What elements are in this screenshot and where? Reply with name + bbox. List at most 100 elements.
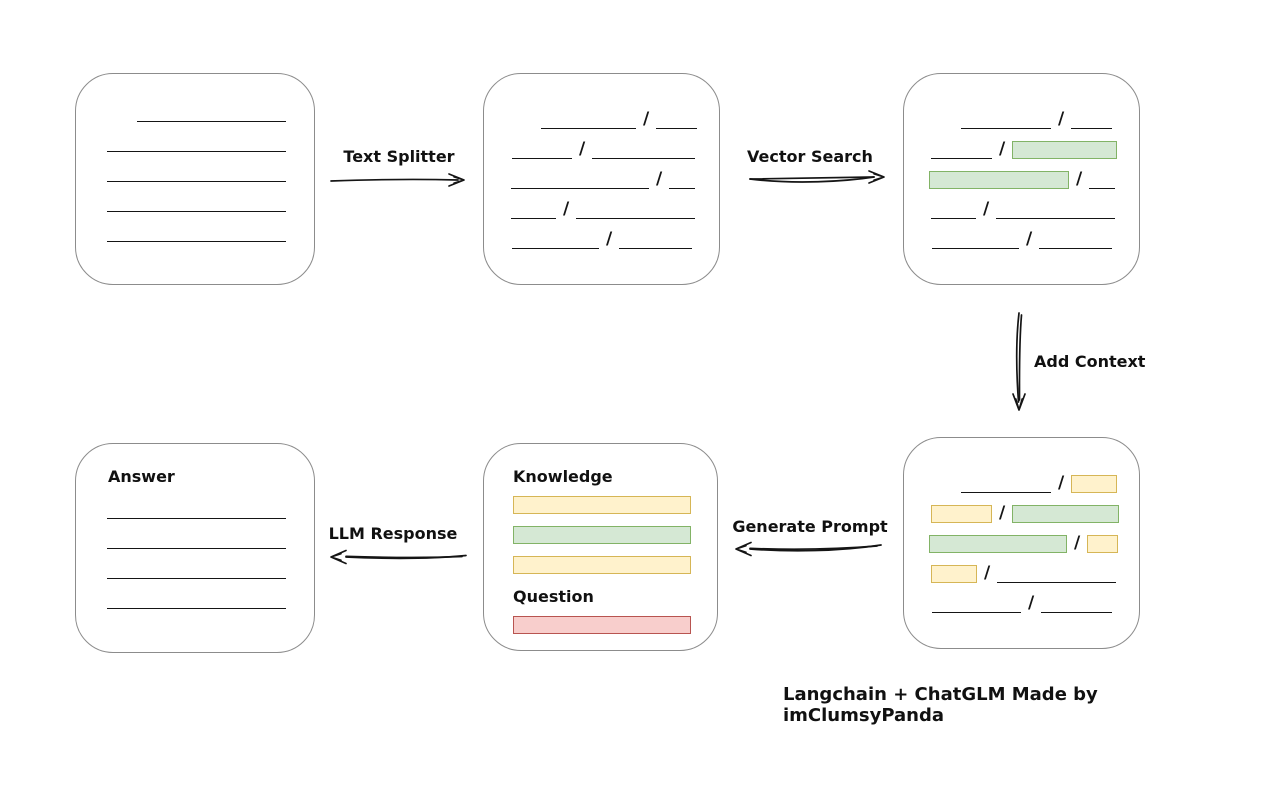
slash-separator: / xyxy=(1076,169,1083,189)
chunk-row xyxy=(513,556,717,574)
chunk-row: / xyxy=(484,189,719,219)
slash-separator: / xyxy=(643,109,650,129)
text-line xyxy=(107,561,286,579)
text-line xyxy=(511,171,649,189)
text-line xyxy=(961,475,1051,493)
answer-lines xyxy=(76,444,314,652)
yellow-highlight-bar xyxy=(513,496,691,514)
text-line xyxy=(932,231,1019,249)
text-line xyxy=(512,231,599,249)
chunk-row: / xyxy=(904,583,1139,613)
slash-separator: / xyxy=(606,229,613,249)
chunk-row xyxy=(76,212,314,242)
slash-separator: / xyxy=(579,139,586,159)
text-splitter-label: Text Splitter xyxy=(343,147,455,166)
text-line xyxy=(511,201,556,219)
green-highlight-bar xyxy=(1012,141,1118,159)
chunk-row xyxy=(76,182,314,212)
yellow-highlight-bar xyxy=(513,556,691,574)
chunk-row xyxy=(76,122,314,152)
chunk-row: / xyxy=(484,99,719,129)
red-highlight-bar xyxy=(513,616,691,634)
context-chunk-lines: ///// xyxy=(904,438,1139,648)
chunk-row xyxy=(76,519,314,549)
question-label: Question xyxy=(513,587,594,606)
chunk-row xyxy=(76,152,314,182)
text-line xyxy=(107,531,286,549)
text-line xyxy=(669,171,696,189)
text-line xyxy=(1041,595,1113,613)
text-line xyxy=(107,591,286,609)
chunk-row: / xyxy=(904,553,1139,583)
generate-prompt-label: Generate Prompt xyxy=(732,517,888,536)
chunk-row: / xyxy=(904,159,1139,189)
text-line xyxy=(541,111,636,129)
text-line xyxy=(656,111,698,129)
node-prompt: Knowledge Question xyxy=(483,443,718,651)
chunk-row: / xyxy=(904,523,1139,553)
matched-chunk-lines: / / / / / xyxy=(904,74,1139,284)
knowledge-label: Knowledge xyxy=(513,467,613,486)
chunk-row xyxy=(513,496,717,514)
chunk-row: / xyxy=(904,219,1139,249)
chunk-row xyxy=(76,489,314,519)
slash-separator: / xyxy=(1058,109,1065,129)
text-line xyxy=(576,201,696,219)
node-answer: Answer xyxy=(75,443,315,653)
text-line xyxy=(512,141,572,159)
node-split-chunks: / / / / / xyxy=(483,73,720,285)
green-highlight-bar xyxy=(929,171,1069,189)
add-context-label: Add Context xyxy=(1034,352,1146,371)
green-highlight-bar xyxy=(513,526,691,544)
chunk-row: / xyxy=(904,463,1139,493)
chunk-row xyxy=(76,549,314,579)
prompt-bars xyxy=(484,444,717,650)
slash-separator: / xyxy=(983,199,990,219)
slash-separator: / xyxy=(999,139,1006,159)
text-line xyxy=(107,501,286,519)
yellow-highlight-bar xyxy=(931,565,977,583)
text-line xyxy=(107,164,286,182)
chunk-row xyxy=(513,526,717,544)
text-splitter-arrow xyxy=(330,173,465,187)
chunk-row: / xyxy=(484,129,719,159)
text-line xyxy=(107,194,286,212)
text-line xyxy=(107,224,286,242)
answer-label: Answer xyxy=(108,467,175,486)
slash-separator: / xyxy=(1026,229,1033,249)
vector-search-label: Vector Search xyxy=(747,147,873,166)
text-line xyxy=(996,201,1116,219)
green-highlight-bar xyxy=(929,535,1067,553)
text-line xyxy=(931,141,992,159)
green-highlight-bar xyxy=(1012,505,1120,523)
generate-prompt-arrow xyxy=(735,541,882,557)
text-line xyxy=(1039,231,1113,249)
slash-separator: / xyxy=(1028,593,1035,613)
slash-separator: / xyxy=(563,199,570,219)
document-lines xyxy=(76,74,314,284)
chunk-row: / xyxy=(904,129,1139,159)
chunk-row: / xyxy=(484,159,719,189)
text-line xyxy=(592,141,696,159)
slash-separator: / xyxy=(1058,473,1065,493)
yellow-highlight-bar xyxy=(1071,475,1118,493)
slash-separator: / xyxy=(656,169,663,189)
node-context-chunks: ///// xyxy=(903,437,1140,649)
diagram-caption: Langchain + ChatGLM Made by imClumsyPand… xyxy=(783,684,1098,726)
chunk-lines: / / / / / xyxy=(484,74,719,284)
slash-separator: / xyxy=(984,563,991,583)
slash-separator: / xyxy=(999,503,1006,523)
chunk-row: / xyxy=(904,189,1139,219)
chunk-row: / xyxy=(904,493,1139,523)
chunk-row xyxy=(513,616,717,634)
node-vector-matched-chunks: / / / / / xyxy=(903,73,1140,285)
text-line xyxy=(932,595,1021,613)
text-line xyxy=(1089,171,1116,189)
text-line xyxy=(619,231,693,249)
llm-response-label: LLM Response xyxy=(328,524,458,543)
chunk-row: / xyxy=(484,219,719,249)
chunk-row xyxy=(76,579,314,609)
text-line xyxy=(997,565,1117,583)
chunk-row xyxy=(76,92,314,122)
add-context-arrow xyxy=(1012,312,1026,411)
